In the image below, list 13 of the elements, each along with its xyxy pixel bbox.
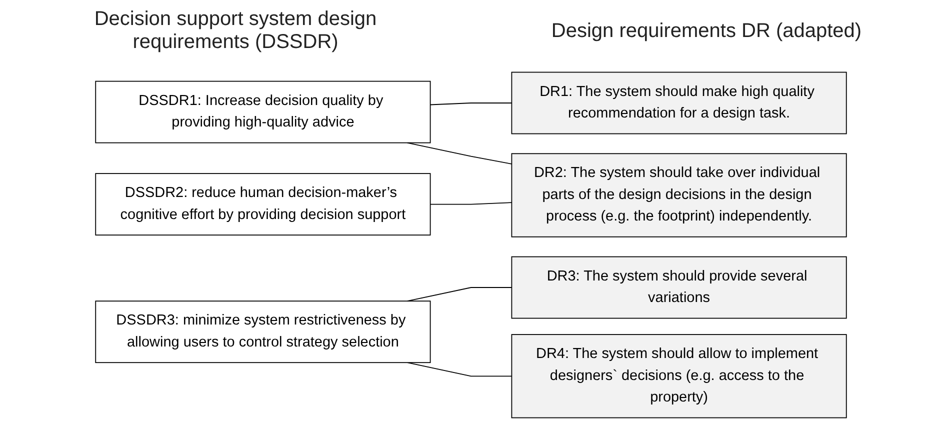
node-box: DR3: The system should provide several variations — [511, 256, 847, 318]
node-box: DR2: The system should take over individual parts of the design decisions in the design process (e.g. the footprint) independently. — [511, 152, 847, 237]
node-box: DSSDR1: Increase decision quality by providing high-quality advice — [95, 80, 431, 143]
connector — [430, 202, 512, 204]
connector — [406, 142, 512, 164]
node-box: DR1: The system should make high quality recommendation for a design task. — [511, 71, 847, 134]
column-heading: Design requirements DR (adapted) — [550, 20, 863, 42]
connector — [430, 102, 512, 105]
column-heading: Decision support system design requirements (DSSDR) — [93, 8, 378, 54]
node-box: DR4: The system should allow to implement designers` decisions (e.g. access to the property) — [511, 334, 847, 418]
node-box: DSSDR2: reduce human decision-maker’s cognitive effort by providing decision support — [95, 172, 431, 235]
connector — [406, 362, 512, 376]
node-box: DSSDR3: minimize system restrictiveness by allowing users to control strategy selection — [95, 300, 431, 363]
